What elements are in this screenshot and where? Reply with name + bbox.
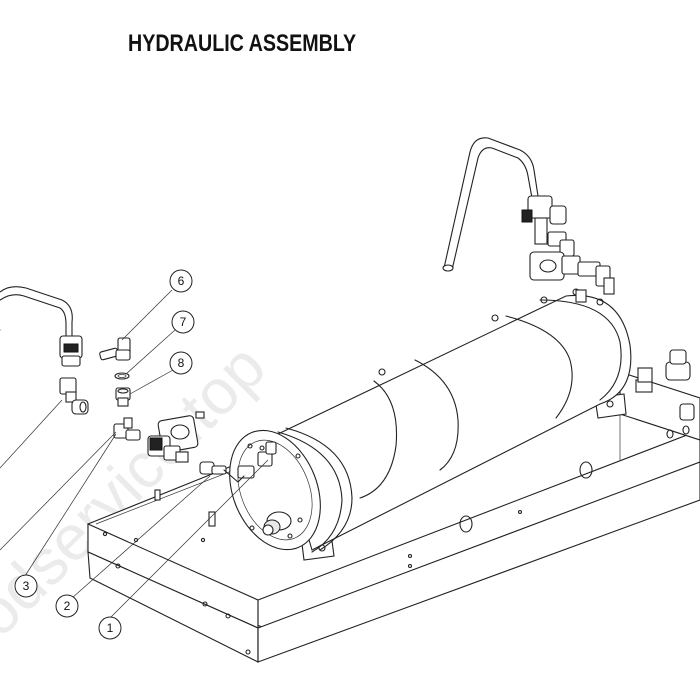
callout-8-label: 8: [178, 356, 185, 370]
callout-8: 8: [169, 351, 193, 375]
elbow-fitting: [59, 377, 89, 415]
callout-2: 2: [55, 594, 79, 618]
callout-1-label: 1: [107, 621, 114, 635]
left-solenoid-valve: [147, 411, 205, 463]
part-3-tee-fitting: [113, 417, 141, 441]
part-8-adapter: [115, 387, 131, 407]
callout-6-label: 6: [178, 274, 185, 288]
part-6-fitting: [99, 337, 131, 361]
base-fitting-right: [635, 349, 695, 421]
pump-end-flange: [229, 429, 321, 551]
part-2-hose-fitting: [199, 461, 245, 483]
left-pipe-and-valve: [0, 286, 83, 367]
right-valve-assembly: [442, 137, 615, 303]
callout-2-label: 2: [64, 599, 71, 613]
callout-3-label: 3: [23, 579, 30, 593]
hydraulic-cylinder: [277, 288, 632, 561]
part-7-o-ring: [114, 372, 130, 380]
callout-6: 6: [169, 269, 193, 293]
callout-3: 3: [14, 574, 38, 598]
callout-7-label: 7: [180, 315, 187, 329]
leader-lines: [0, 289, 269, 619]
callout-7: 7: [171, 310, 195, 334]
callout-1: 1: [98, 616, 122, 640]
page-title: HYDRAULIC ASSEMBLY: [128, 30, 357, 57]
